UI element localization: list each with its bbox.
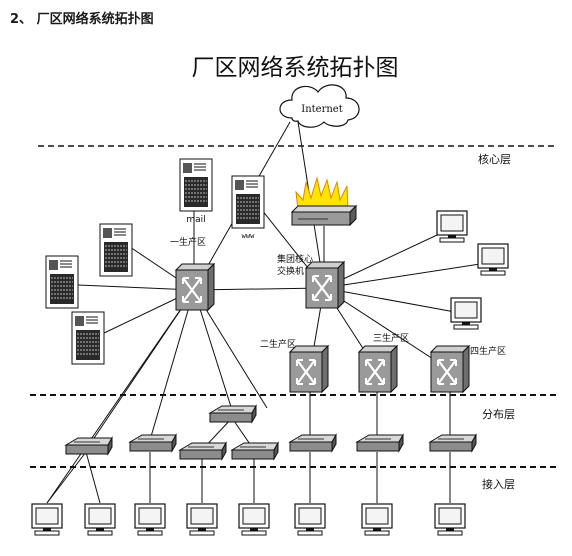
mail-server: mail	[179, 158, 213, 225]
server-left-2	[45, 255, 79, 309]
distribution-hub	[65, 437, 113, 455]
distribution-layer-label: 分布层	[482, 408, 515, 421]
firewall-icon	[290, 176, 358, 227]
distribution-hub	[129, 434, 177, 452]
pc-icon	[434, 503, 466, 536]
internet-label: Internet	[301, 104, 342, 115]
group-core-switch-icon	[304, 260, 346, 310]
zone1-label: 一生产区	[170, 236, 206, 248]
core-layer-label: 核心层	[478, 152, 511, 166]
server-left-3	[71, 311, 105, 365]
distribution-hub	[429, 434, 477, 452]
pc-icon	[186, 503, 218, 536]
zone2-label: 二生产区	[260, 338, 296, 350]
internet-cloud: Internet	[279, 84, 360, 128]
distribution-hub	[289, 434, 337, 452]
pc-icon	[84, 503, 116, 536]
zone3-switch-icon	[357, 344, 399, 394]
server-left-1	[99, 223, 133, 277]
pc-icon	[450, 297, 482, 330]
pc-icon	[436, 210, 468, 243]
pc-icon	[238, 503, 270, 536]
distribution-hub	[231, 442, 279, 460]
www-server-label: www	[242, 232, 255, 240]
zone1-switch-icon	[174, 262, 216, 312]
access-layer-label: 接入层	[482, 478, 515, 491]
pc-icon	[294, 503, 326, 536]
core-switch-label-line2: 交换机	[277, 265, 304, 277]
pc-icon	[477, 243, 509, 276]
distribution-hub	[209, 405, 257, 423]
zone4-switch-icon	[429, 344, 471, 394]
pc-icon	[134, 503, 166, 536]
distribution-hub	[356, 434, 404, 452]
zone2-switch-icon	[288, 344, 330, 394]
pc-icon	[361, 503, 393, 536]
zone4-label: 四生产区	[470, 345, 506, 357]
distribution-hub	[179, 442, 227, 460]
zone3-label: 三生产区	[373, 332, 409, 344]
diagram-title: 厂区网络系统拓扑图	[192, 55, 399, 81]
core-switch-label-line1: 集团核心	[277, 253, 313, 265]
pc-icon	[31, 503, 63, 536]
section-heading: 2、 厂区网络系统拓扑图	[10, 12, 154, 27]
mail-server-label: mail	[186, 215, 205, 225]
www-server: www	[231, 175, 265, 240]
